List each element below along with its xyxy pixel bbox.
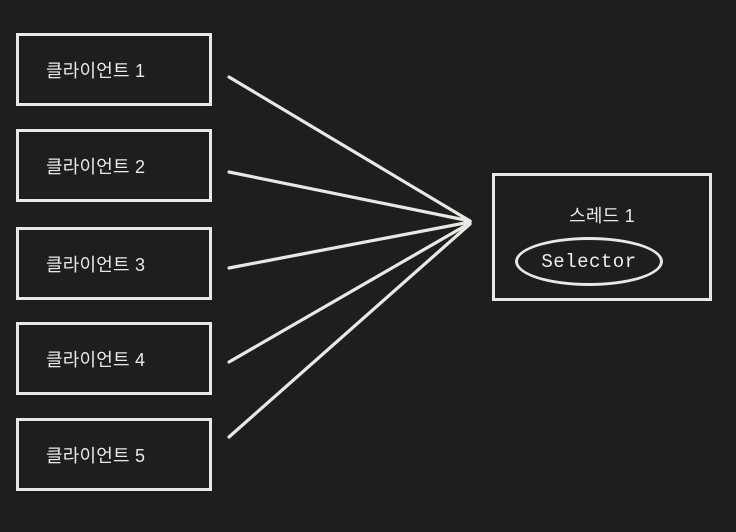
- client-node-4-label: 클라이언트 4: [46, 349, 146, 370]
- selector-node-label: Selector: [541, 250, 637, 273]
- connection-line-client-3: [227, 220, 472, 270]
- client-node-3-label: 클라이언트 3: [46, 254, 146, 275]
- connection-line-client-2: [227, 170, 472, 223]
- selector-node[interactable]: Selector: [515, 237, 663, 286]
- client-node-2[interactable]: 클라이언트 2: [16, 129, 212, 202]
- client-node-1-label: 클라이언트 1: [46, 60, 146, 81]
- client-node-5[interactable]: 클라이언트 5: [16, 418, 212, 491]
- thread-node[interactable]: 스레드 1 Selector: [492, 173, 712, 301]
- connection-line-client-4: [227, 221, 472, 364]
- client-node-4[interactable]: 클라이언트 4: [16, 322, 212, 395]
- client-node-3[interactable]: 클라이언트 3: [16, 227, 212, 300]
- client-node-1[interactable]: 클라이언트 1: [16, 33, 212, 106]
- connection-line-client-5: [227, 222, 472, 439]
- client-node-2-label: 클라이언트 2: [46, 156, 146, 177]
- thread-node-label: 스레드 1: [569, 206, 635, 226]
- connection-line-client-1: [227, 75, 472, 223]
- client-node-5-label: 클라이언트 5: [46, 445, 146, 466]
